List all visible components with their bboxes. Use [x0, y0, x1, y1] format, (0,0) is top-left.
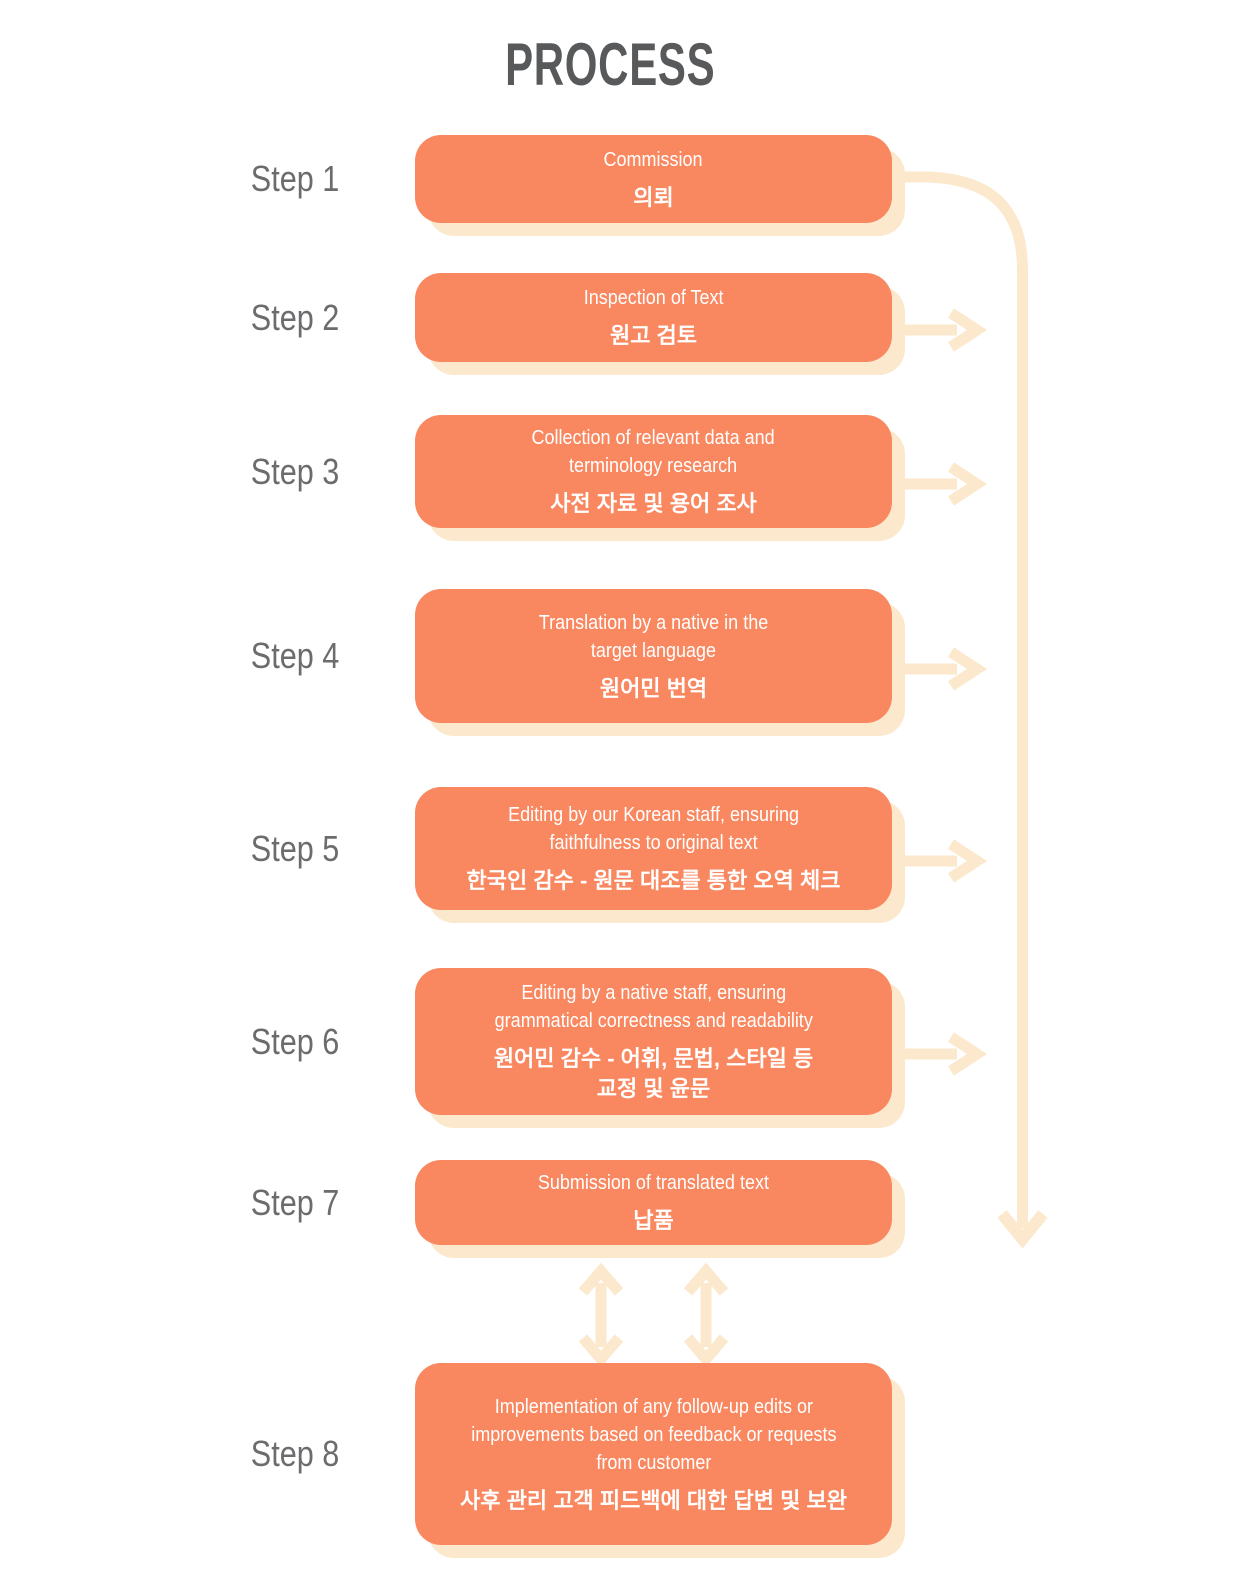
step-8-box: Implementation of any follow-up edits or…	[415, 1363, 892, 1545]
step-en-text: Inspection of Text	[584, 284, 724, 312]
step-en-text: Collection of relevant data and terminol…	[532, 424, 775, 480]
step-label-text: Step 1	[250, 158, 340, 199]
step-7-box: Submission of translated text 납품	[415, 1160, 892, 1245]
en-line: Commission	[603, 148, 704, 171]
step-label-text: Step 3	[250, 450, 340, 492]
step-5-label: Step 5	[220, 787, 370, 910]
step-label-text: Step 7	[250, 1181, 340, 1223]
right-arrow-icon	[898, 839, 988, 883]
step-1-label: Step 1	[220, 135, 370, 223]
ko-line: 원고 검토	[609, 323, 698, 348]
right-arrow-icon	[898, 1032, 988, 1076]
step-8-label: Step 8	[220, 1363, 370, 1545]
step-label-text: Step 4	[250, 635, 340, 676]
step-6-box: Editing by a native staff, ensuring gram…	[415, 968, 892, 1115]
en-line: Implementation of any follow-up edits or	[494, 1395, 813, 1418]
step-ko-text: 원고 검토	[610, 321, 697, 351]
ko-line: 의뢰	[633, 184, 674, 210]
page-title-text: PROCESS	[505, 31, 716, 98]
step-4-box: Translation by a native in the target la…	[415, 589, 892, 723]
double-vertical-arrow-icon	[578, 1262, 624, 1368]
ko-line: 사후 관리 고객 피드백에 대한 답변 및 보완	[460, 1487, 847, 1513]
double-vertical-arrow-icon	[683, 1262, 729, 1368]
step-5-box: Editing by our Korean staff, ensuring fa…	[415, 787, 892, 910]
step-2-box: Inspection of Text 원고 검토	[415, 273, 892, 362]
en-line: grammatical correctness and readability	[494, 1010, 813, 1032]
ko-line: 원어민 번역	[599, 675, 708, 701]
step-label-text: Step 5	[250, 827, 340, 869]
en-line: Editing by our Korean staff, ensuring	[508, 804, 799, 826]
page-title: PROCESS	[0, 30, 1221, 99]
step-2-label: Step 2	[220, 273, 370, 362]
step-en-text: Implementation of any follow-up edits or…	[471, 1393, 836, 1477]
curved-down-arrow-icon	[888, 171, 1048, 1249]
ko-line: 원어민 감수 - 어휘, 문법, 스타일 등	[493, 1046, 814, 1071]
step-en-text: Translation by a native in the target la…	[539, 609, 768, 665]
en-line: Inspection of Text	[583, 287, 724, 309]
step-6-label: Step 6	[220, 968, 370, 1115]
step-3-box: Collection of relevant data and terminol…	[415, 415, 892, 528]
step-ko-text: 원어민 감수 - 어휘, 문법, 스타일 등 교정 및 윤문	[494, 1044, 813, 1104]
right-arrow-icon	[898, 647, 988, 691]
step-en-text: Submission of translated text	[538, 1169, 769, 1197]
step-3-label: Step 3	[220, 415, 370, 528]
ko-line: 한국인 감수 - 원문 대조를 통한 오역 체크	[466, 868, 841, 893]
right-arrow-icon	[898, 462, 988, 506]
en-line: from customer	[595, 1451, 712, 1474]
en-line: Submission of translated text	[537, 1172, 770, 1194]
step-en-text: Editing by our Korean staff, ensuring fa…	[508, 801, 799, 857]
en-line: improvements based on feedback or reques…	[470, 1423, 837, 1446]
en-line: faithfulness to original text	[549, 832, 758, 854]
ko-line: 납품	[633, 1208, 674, 1233]
step-ko-text: 사후 관리 고객 피드백에 대한 답변 및 보완	[460, 1486, 847, 1516]
step-label-text: Step 8	[250, 1433, 340, 1474]
step-label-text: Step 6	[250, 1020, 340, 1062]
en-line: Translation by a native in the	[538, 611, 769, 634]
step-ko-text: 원어민 번역	[600, 674, 707, 704]
step-ko-text: 사전 자료 및 용어 조사	[550, 489, 757, 519]
right-arrow-icon	[898, 308, 988, 352]
step-ko-text: 납품	[633, 1206, 673, 1236]
en-line: Editing by a native staff, ensuring	[521, 982, 786, 1004]
ko-line: 교정 및 윤문	[596, 1076, 711, 1101]
step-en-text: Commission	[604, 146, 703, 174]
en-line: terminology research	[569, 455, 738, 477]
ko-line: 사전 자료 및 용어 조사	[550, 491, 757, 516]
step-en-text: Editing by a native staff, ensuring gram…	[494, 979, 812, 1035]
step-7-label: Step 7	[220, 1160, 370, 1245]
en-line: target language	[590, 639, 717, 662]
step-ko-text: 의뢰	[633, 183, 673, 213]
step-ko-text: 한국인 감수 - 원문 대조를 통한 오역 체크	[467, 866, 841, 896]
step-1-box: Commission 의뢰	[415, 135, 892, 223]
en-line: Collection of relevant data and	[531, 427, 776, 449]
step-label-text: Step 2	[250, 296, 340, 338]
step-4-label: Step 4	[220, 589, 370, 723]
